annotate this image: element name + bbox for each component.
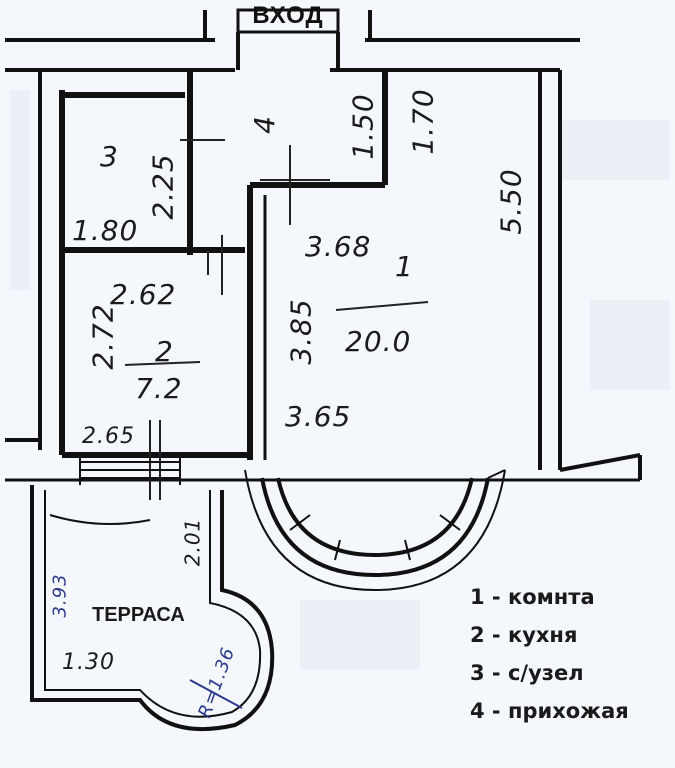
room3-dim-right: 2.25	[146, 153, 180, 220]
terrace-walls	[30, 485, 275, 732]
room1-number: 1	[395, 250, 414, 283]
legend-item-1: 1 - комнта	[470, 585, 595, 609]
room2-number: 2	[155, 335, 174, 368]
room3-dim-bottom: 1.80	[72, 214, 139, 247]
dimension-ticks	[124, 139, 429, 500]
legend: 1 - комнта 2 - кухня 3 - с/узел 4 - прих…	[470, 578, 670, 730]
bay-window	[244, 469, 506, 592]
terrace-dim-left: 3.93	[49, 573, 71, 618]
room4-number: 4	[247, 115, 281, 134]
terrace-label: ТЕРРАСА	[92, 604, 185, 626]
interior-walls	[59, 70, 388, 460]
entry-label: ВХОД	[252, 2, 324, 29]
room1-dim-right: 5.50	[494, 168, 528, 235]
room3-number: 3	[100, 140, 119, 173]
terrace-dim-right: 2.01	[180, 517, 205, 567]
legend-item-4: 4 - прихожая	[470, 699, 629, 723]
legend-item-2: 2 - кухня	[470, 623, 578, 647]
room2-area: 7.2	[135, 372, 183, 405]
paper-texture	[10, 90, 670, 670]
room2-dim-top: 2.62	[110, 278, 177, 311]
steps	[79, 455, 181, 485]
room2-dim-left: 2.72	[86, 303, 120, 370]
room2-dim-bottom: 2.65	[82, 424, 135, 449]
outer-walls	[5, 8, 642, 482]
room4-dim-right: 1.50	[346, 93, 380, 160]
room1-dim-right2: 1.70	[406, 88, 440, 155]
room1-dim-left: 3.85	[284, 298, 318, 365]
legend-item-3: 3 - с/узел	[470, 661, 584, 685]
room1-dim-bottom: 3.65	[285, 400, 352, 433]
room1-dim-top: 3.68	[305, 230, 372, 263]
room1-area: 20.0	[345, 325, 412, 358]
terrace-dim-bottom: 1.30	[62, 650, 115, 675]
